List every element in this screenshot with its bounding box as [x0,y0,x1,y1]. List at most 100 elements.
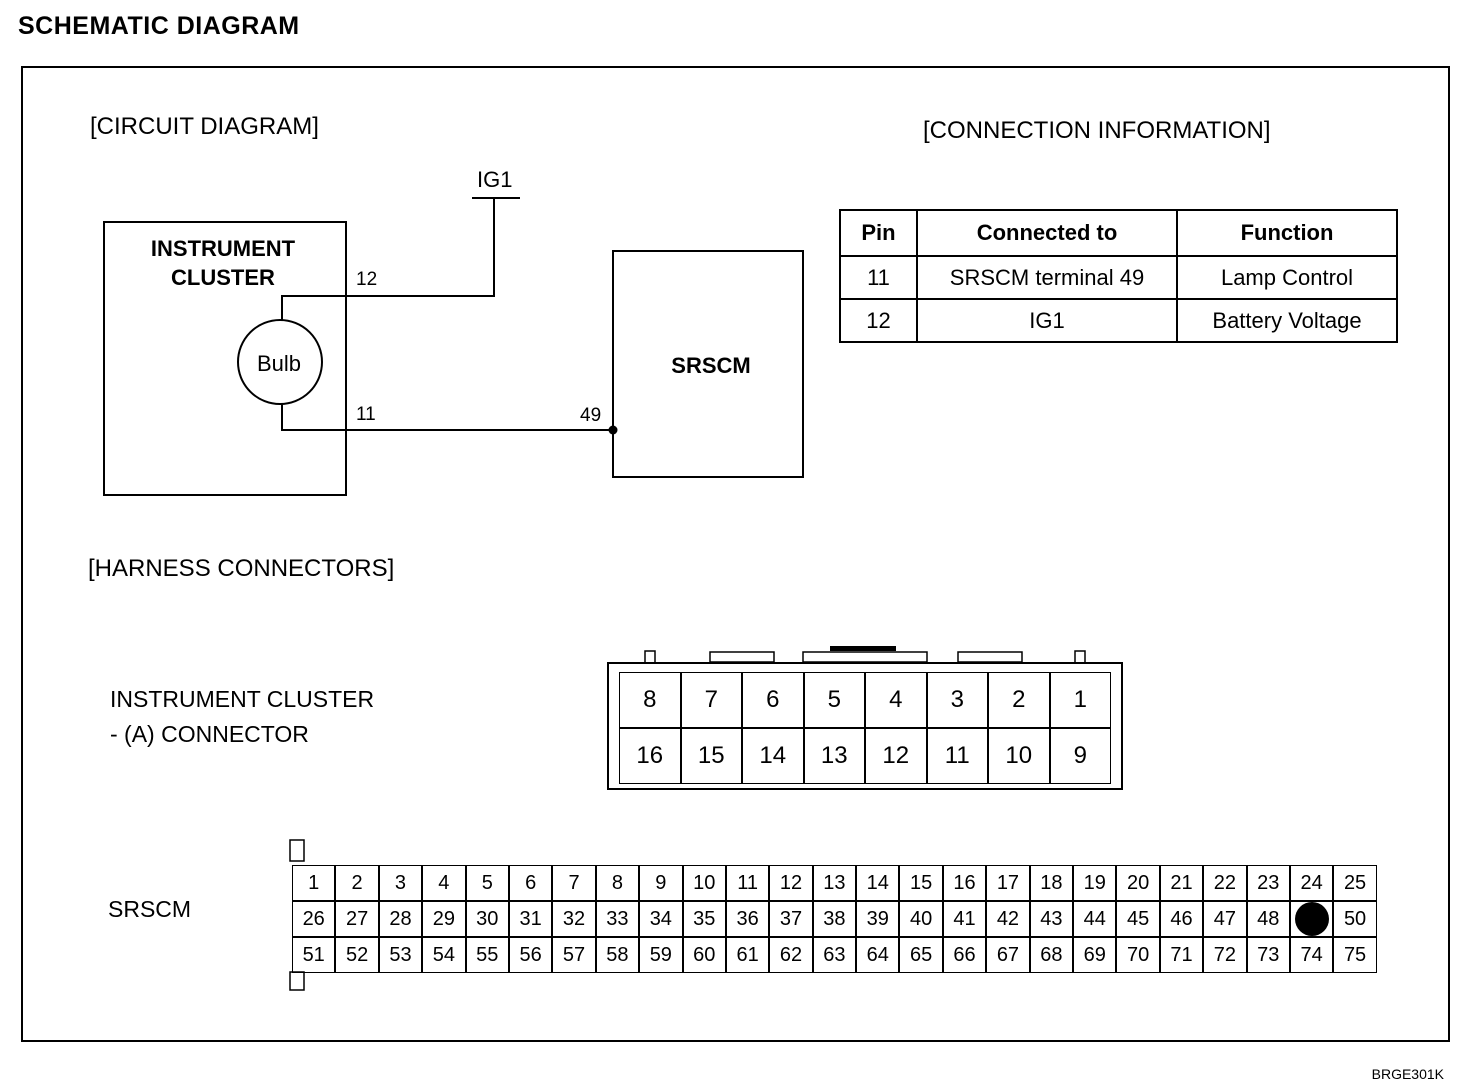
connector-pin: 4 [422,865,466,901]
pin-49-label: 49 [580,405,601,426]
connector-pin-filled [1289,901,1334,937]
page-title: SCHEMATIC DIAGRAM [18,12,300,40]
connector-pin: 71 [1159,937,1204,973]
connector-pin: 13 [812,865,857,901]
connector-pin: 66 [942,937,987,973]
pin-11-label: 11 [356,404,376,425]
connector-pin: 73 [1246,937,1290,973]
diagram-frame [21,66,1450,1042]
connector-pin: 60 [682,937,726,973]
bulb-label: Bulb [257,351,301,376]
connector-pin: 1 [1049,672,1111,728]
connector-pin: 47 [1203,901,1247,937]
connector-pin: 5 [465,865,509,901]
connector-pin: 18 [1029,865,1074,901]
connector-pin: 17 [986,865,1030,901]
connector-pin: 22 [1203,865,1247,901]
connector-pin: 42 [986,901,1030,937]
connector-pin: 35 [682,901,726,937]
connector-pin: 3 [378,865,423,901]
connector-pin: 70 [1116,937,1160,973]
table-header-row: Pin Connected to Function [839,209,1398,257]
connector-pin: 19 [1073,865,1117,901]
header-connected-to: Connected to [916,209,1178,257]
connector-pin: 9 [639,865,683,901]
connector-pin: 40 [899,901,943,937]
cluster-title-line2: CLUSTER [171,265,275,290]
connector-pin: 45 [1116,901,1160,937]
connector-pin: 59 [639,937,683,973]
connector-pin: 8 [619,672,681,728]
connector-pin: 12 [865,728,927,784]
connector-pin: 15 [680,728,742,784]
connector-pin: 39 [856,901,900,937]
connector-pin: 14 [856,865,900,901]
connector-pin: 50 [1333,901,1377,937]
ic-connector-housing [607,662,1123,790]
connector-pin: 33 [595,901,640,937]
connector-pin: 15 [899,865,943,901]
cell-pin: 12 [839,298,918,343]
connector-pin: 34 [639,901,683,937]
connector-pin: 41 [942,901,987,937]
header-pin: Pin [839,209,918,257]
cluster-title-line1: INSTRUMENT [151,236,296,261]
connector-pin: 7 [552,865,596,901]
ig1-label: IG1 [477,167,512,192]
cell-function: Lamp Control [1176,255,1398,300]
connector-pin: 12 [769,865,813,901]
ic-connector-label-line2: - (A) CONNECTOR [110,721,309,747]
connector-pin: 11 [926,728,988,784]
srscm-connector-label: SRSCM [108,896,192,922]
connector-pin: 68 [1029,937,1074,973]
connector-pin: 16 [619,728,681,784]
connector-pin: 4 [865,672,927,728]
pin-12-label: 12 [356,269,377,290]
connector-pin: 6 [742,672,804,728]
connector-pin: 25 [1333,865,1377,901]
table-row: 12 IG1 Battery Voltage [839,298,1398,343]
connector-pin: 21 [1159,865,1204,901]
connector-pin: 8 [595,865,640,901]
connector-pin: 28 [378,901,423,937]
figure-code: BRGE301K [1371,1066,1444,1082]
connector-pin: 26 [292,901,336,937]
connector-pin: 48 [1246,901,1290,937]
connector-pin: 64 [856,937,900,973]
connector-pin: 72 [1203,937,1247,973]
connector-pin: 27 [335,901,379,937]
connector-pin: 55 [465,937,509,973]
table-row: 11 SRSCM terminal 49 Lamp Control [839,255,1398,300]
connector-pin: 20 [1116,865,1160,901]
connector-pin: 44 [1073,901,1117,937]
connector-pin: 7 [680,672,742,728]
ic-connector-label-line1: INSTRUMENT CLUSTER [110,686,375,712]
harness-connectors-heading: [HARNESS CONNECTORS] [88,555,395,582]
connector-pin: 75 [1333,937,1377,973]
wire-pin12-ig1 [281,198,495,320]
cell-connected-to: SRSCM terminal 49 [916,255,1178,300]
connector-pin: 30 [465,901,509,937]
connector-pin: 2 [335,865,379,901]
connector-pin: 31 [508,901,553,937]
connector-pin: 14 [742,728,804,784]
connector-pin: 65 [899,937,943,973]
connector-pin: 23 [1246,865,1290,901]
connector-pin: 29 [422,901,466,937]
connector-pin: 46 [1159,901,1204,937]
connector-pin: 57 [552,937,596,973]
filled-pin-marker [1294,902,1329,936]
connector-pin: 62 [769,937,813,973]
connection-info-heading: [CONNECTION INFORMATION] [923,117,1271,144]
connector-pin: 38 [812,901,857,937]
cell-connected-to: IG1 [916,298,1178,343]
connector-pin: 61 [725,937,770,973]
connector-pin: 69 [1073,937,1117,973]
connector-pin: 74 [1289,937,1334,973]
header-function: Function [1176,209,1398,257]
circuit-diagram-heading: [CIRCUIT DIAGRAM] [90,113,319,140]
connector-pin: 10 [988,728,1050,784]
bulb-symbol [237,319,323,405]
connector-pin: 58 [595,937,640,973]
